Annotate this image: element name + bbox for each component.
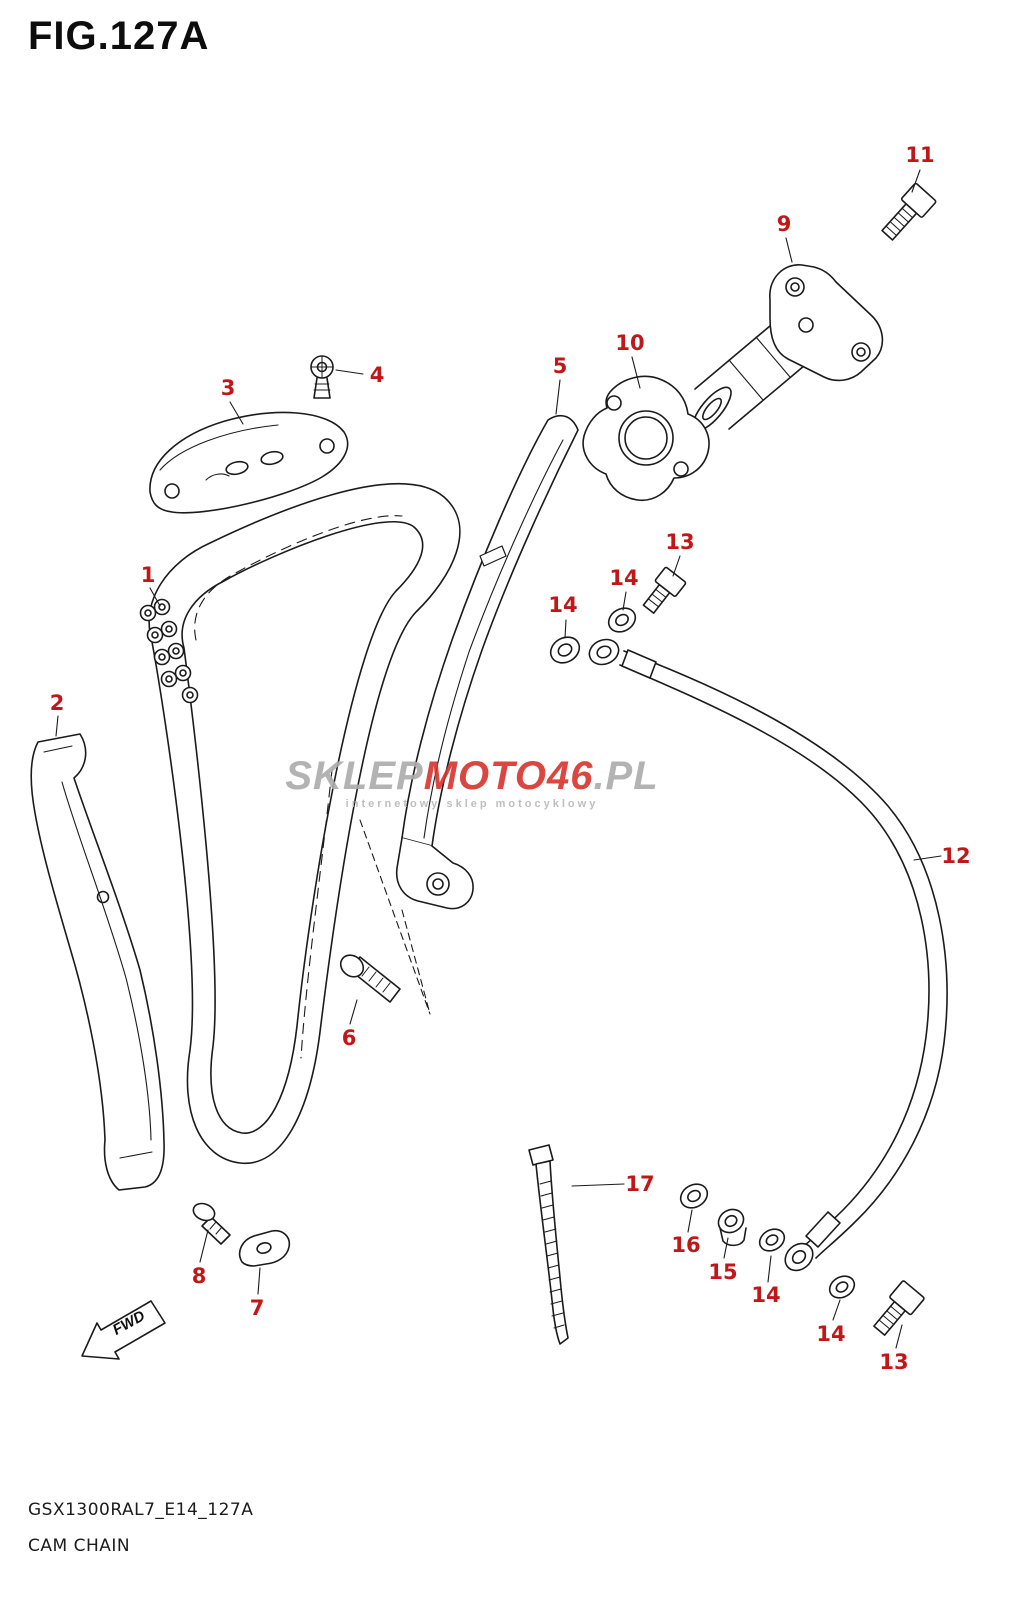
footer-part-code: GSX1300RAL7_E14_127A: [28, 1500, 254, 1520]
part-union-bolt-15: [717, 1208, 747, 1247]
figure-title: FIG.127A: [28, 14, 210, 58]
part-tensioner-9: [692, 264, 884, 432]
part-washer-16: [679, 1183, 709, 1209]
callout-15: 15: [708, 1260, 738, 1284]
part-bolt-13-bottom: [873, 1280, 925, 1336]
callout-9: 9: [776, 212, 792, 236]
callout-16: 16: [671, 1233, 701, 1257]
assembly-dash-lines: [359, 819, 431, 1015]
part-guide-center: [395, 414, 579, 910]
part-washer-14-b: [549, 636, 581, 664]
callout-14: 14: [816, 1322, 846, 1346]
part-screw-8: [192, 1202, 231, 1245]
callout-12: 12: [941, 844, 971, 868]
callout-13: 13: [879, 1350, 909, 1374]
figure-caption: CAM CHAIN: [28, 1536, 131, 1556]
callout-7: 7: [249, 1296, 265, 1320]
part-guide-top: [149, 411, 349, 514]
part-screw-4: [310, 355, 334, 399]
part-gasket-10: [582, 375, 710, 502]
callout-4: 4: [369, 363, 385, 387]
part-oil-hose-12: [588, 638, 948, 1272]
callout-8: 8: [191, 1264, 207, 1288]
part-cam-chain: [139, 482, 461, 1164]
callout-1: 1: [140, 563, 156, 587]
callout-14: 14: [751, 1283, 781, 1307]
callout-5: 5: [552, 354, 568, 378]
callout-14: 14: [548, 593, 578, 617]
callout-6: 6: [341, 1026, 357, 1050]
callout-17: 17: [625, 1172, 655, 1196]
part-guide-left: [30, 733, 165, 1191]
part-plate-7: [238, 1229, 291, 1267]
part-washer-14-a: [607, 607, 637, 633]
part-bolt-13-top: [642, 566, 687, 614]
callout-11: 11: [905, 143, 935, 167]
callout-10: 10: [615, 331, 645, 355]
callout-13: 13: [665, 530, 695, 554]
part-cable-tie-17: [528, 1144, 569, 1345]
callout-14: 14: [609, 566, 639, 590]
part-bolt-11: [881, 182, 937, 241]
part-bolt-6: [339, 954, 401, 1003]
leader-lines: [55, 169, 942, 1349]
part-washer-14-d: [828, 1275, 856, 1299]
callout-2: 2: [49, 691, 65, 715]
callout-3: 3: [220, 376, 236, 400]
fwd-arrow: FWD: [81, 1300, 166, 1360]
part-washer-14-c: [758, 1228, 786, 1252]
